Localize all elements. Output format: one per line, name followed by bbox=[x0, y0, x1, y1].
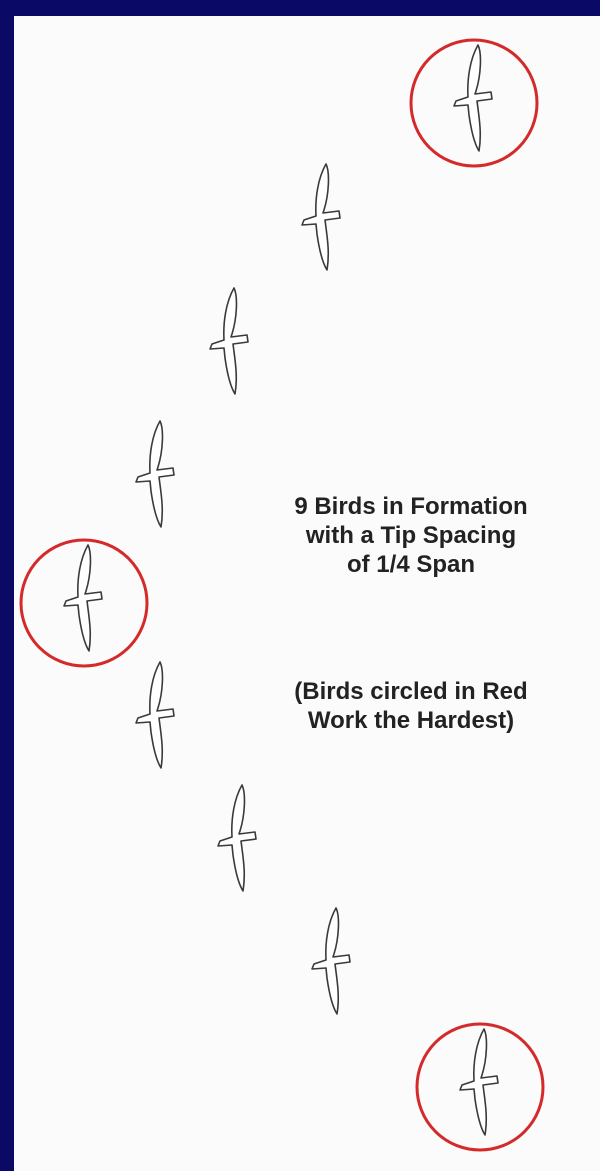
note-line-1: (Birds circled in Red bbox=[294, 678, 528, 705]
highlight-note: (Birds circled in Red Work the Hardest) bbox=[236, 677, 586, 735]
note-line-2: Work the Hardest) bbox=[307, 707, 515, 734]
bird-icon-6 bbox=[135, 661, 175, 769]
highlight-circles bbox=[19, 38, 545, 1152]
highlight-circle-bird-5 bbox=[19, 538, 149, 668]
formation-caption: 9 Birds in Formation with a Tip Spacing … bbox=[236, 492, 586, 579]
bird-icon-5 bbox=[63, 544, 103, 652]
paper-background bbox=[14, 16, 600, 1171]
bird-icon-1 bbox=[453, 44, 493, 152]
bird-icon-9 bbox=[459, 1028, 499, 1136]
highlight-circle-bird-1 bbox=[409, 38, 539, 168]
bird-icon-3 bbox=[209, 287, 249, 395]
bird-icon-2 bbox=[301, 163, 341, 271]
caption-line-3: of 1/4 Span bbox=[346, 551, 476, 578]
caption-line-2: with a Tip Spacing bbox=[305, 522, 517, 549]
bird-icon-4 bbox=[135, 420, 175, 528]
caption-line-1: 9 Birds in Formation bbox=[294, 493, 528, 520]
highlight-circle-bird-9 bbox=[415, 1022, 545, 1152]
bird-formation bbox=[63, 44, 499, 1136]
bird-icon-7 bbox=[217, 784, 257, 892]
bird-icon-8 bbox=[311, 907, 351, 1015]
